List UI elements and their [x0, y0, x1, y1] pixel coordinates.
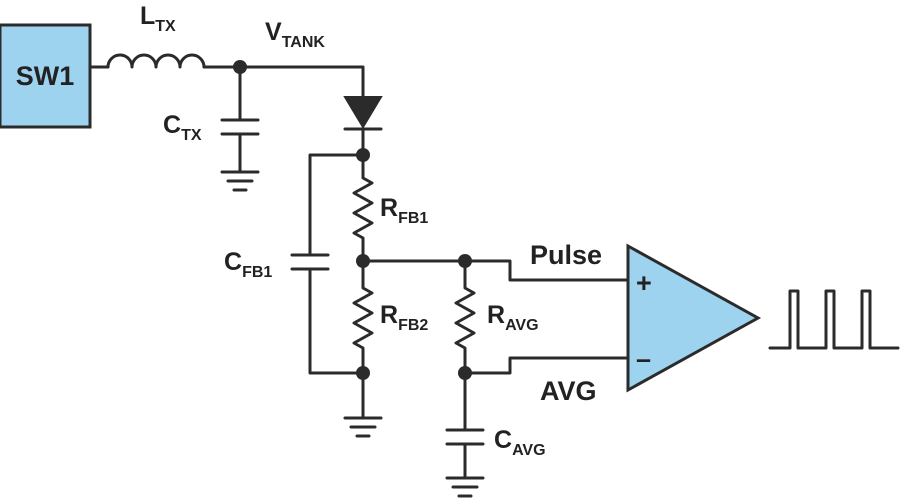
- comparator-plus-sign: +: [636, 268, 652, 298]
- wire-avg: [463, 356, 630, 375]
- comparator-minus-sign: –: [636, 344, 651, 374]
- resistor-rfb2: [352, 259, 374, 375]
- wire-cfb1-top: [308, 153, 365, 257]
- wire-cfb1-bottom: [308, 267, 365, 375]
- ctx-label: CTX: [163, 111, 202, 144]
- capacitor-ctx: [220, 118, 260, 136]
- pulse-label: Pulse: [530, 240, 602, 270]
- ground-cavg: [445, 476, 485, 498]
- rfb2-label: RFB2: [380, 301, 428, 334]
- ravg-label: RAVG: [487, 301, 539, 334]
- cavg-label: CAVG: [494, 426, 546, 459]
- inductor-ltx: [106, 53, 206, 69]
- ltx-label: LTX: [140, 2, 176, 35]
- cfb1-label: CFB1: [224, 248, 272, 281]
- comparator: + –: [626, 243, 762, 393]
- capacitor-cfb1: [290, 253, 330, 271]
- rfb1-label: RFB1: [380, 194, 428, 227]
- avg-label: AVG: [540, 376, 597, 406]
- wire-pulse: [361, 259, 630, 282]
- capacitor-cavg: [445, 428, 485, 446]
- sw1-label: SW1: [16, 61, 75, 91]
- sw1-switch: SW1: [0, 23, 92, 129]
- resistor-rfb1: [352, 153, 374, 263]
- ground-rfb2: [343, 416, 383, 438]
- output-pulse-waveform: [768, 289, 900, 350]
- diode: [343, 96, 383, 129]
- vtank-label: VTANK: [265, 18, 325, 51]
- resistor-ravg: [454, 259, 476, 375]
- ground-ctx: [220, 170, 260, 192]
- wire-vtank: [202, 65, 365, 99]
